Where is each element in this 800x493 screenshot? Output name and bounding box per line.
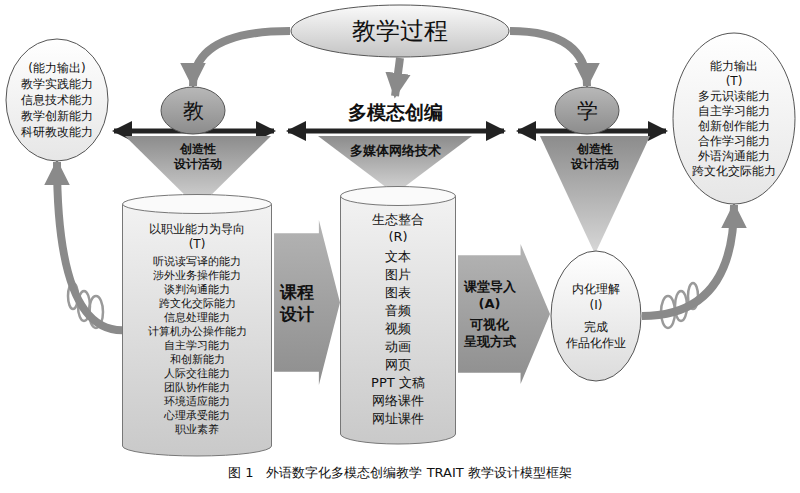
node-text: 创新创作能力	[698, 119, 770, 134]
internalize-ellipse: 内化理解 (I) 完成 作品化作业	[550, 250, 642, 382]
node-heading: 课堂导入 (A)	[461, 278, 519, 312]
output-oval: 能力输出 (T)多元识读能力自主学习能力创新创作能力合作学习能力外语沟通能力跨文…	[672, 32, 796, 205]
node-text: 团队协作能力	[164, 381, 230, 395]
node-text: 谈判沟通能力	[164, 283, 230, 297]
course-arrow: 课程 设计	[274, 220, 340, 385]
node-heading: 教	[183, 97, 204, 125]
node-heading: 教学过程	[352, 15, 448, 47]
node-heading: 多模态创编	[348, 100, 443, 126]
node-text: 跨文化交际能力	[159, 297, 236, 311]
node-text: 可视化 呈现方式	[461, 316, 519, 350]
node-text: 计算机办公操作能力	[148, 325, 247, 339]
course-arrow-outline	[274, 220, 340, 385]
node-text: 科研教改能力	[21, 124, 93, 140]
node-heading: 内化理解 (I)	[567, 281, 625, 313]
figure-caption: 图 1 外语数字化多模态创编教学 TRAIT 教学设计模型框架	[0, 464, 800, 482]
intro-arrow-outline	[458, 244, 550, 384]
node-text: 信息技术能力	[21, 92, 93, 108]
node-text: 涉外业务操作能力	[153, 269, 241, 283]
node-text: 人际交往能力	[164, 367, 230, 381]
flow-arrow	[395, 58, 400, 96]
stage-label: 多模态创编	[330, 96, 460, 130]
node-text: 教学创新能力	[21, 108, 93, 124]
node-text: 图片	[385, 266, 411, 284]
node-text: 跨文化交际能力	[692, 164, 776, 179]
node-text: 动画	[385, 338, 411, 356]
node-text: 自主学习能力	[698, 104, 770, 119]
node-heading: 学	[577, 97, 598, 125]
node-text: 完成 作品化作业	[563, 319, 629, 351]
node-text: 和创新能力	[170, 353, 225, 367]
resource-cylinder: 生态整合 (R) 文本图片图表音频视频动画网页PPT 文稿网络课件网址课件	[340, 186, 456, 444]
node-text: 外语沟通能力	[698, 149, 770, 164]
node-heading: 创造性 设计活动	[567, 142, 623, 172]
node-text: 心理承受能力	[164, 409, 230, 423]
node-text: 文本	[385, 248, 411, 266]
node-text: 合作学习能力	[698, 134, 770, 149]
flow-arrow	[57, 162, 122, 330]
node-heading: 创造性 设计活动	[170, 142, 226, 172]
node-text: 自主学习能力	[164, 339, 230, 353]
node-text: 网址课件	[372, 410, 424, 428]
node-heading: 能力输出 (T)	[707, 59, 761, 89]
output-oval: (能力输出)教学实践能力信息技术能力教学创新能力科研教改能力	[5, 38, 109, 162]
node-text: 视频	[385, 320, 411, 338]
learn-circle: 学	[554, 86, 620, 135]
node-text: 多元识读能力	[698, 89, 770, 104]
node-text: 教学实践能力	[21, 76, 93, 92]
node-text: 图表	[385, 284, 411, 302]
node-heading: 多媒体网络技术	[350, 142, 441, 160]
node-text: PPT 文稿	[371, 374, 425, 392]
node-text: 网络课件	[372, 392, 424, 410]
intro-arrow: 课堂导入 (A) 可视化 呈现方式	[458, 244, 550, 384]
teach-circle: 教	[160, 86, 226, 135]
flow-arrow	[510, 31, 587, 86]
flow-arrow	[193, 31, 290, 86]
node-heading: 课程 设计	[277, 281, 317, 325]
internalize-ellipse-outline	[550, 250, 642, 382]
process-ellipse: 教学过程	[290, 4, 510, 58]
flow-arrow	[642, 205, 734, 316]
node-text: 听说读写译的能力	[153, 255, 241, 269]
node-text: 音频	[385, 302, 411, 320]
ability-cylinder: 以职业能力为导向 (T) 听说读写译的能力涉外业务操作能力谈判沟通能力跨文化交际能…	[122, 194, 272, 456]
node-text: 网页	[385, 356, 411, 374]
node-text: 职业素养	[175, 423, 219, 437]
node-text: 环境适应能力	[164, 395, 230, 409]
tech-funnel: 多媒体网络技术	[318, 136, 472, 194]
node-heading: 生态整合 (R)	[367, 211, 429, 245]
design-funnel: 创造性 设计活动	[540, 136, 650, 254]
node-text: 信息处理能力	[164, 311, 230, 325]
node-heading: (能力输出)	[28, 60, 85, 76]
node-heading: 以职业能力为导向 (T)	[145, 222, 249, 252]
